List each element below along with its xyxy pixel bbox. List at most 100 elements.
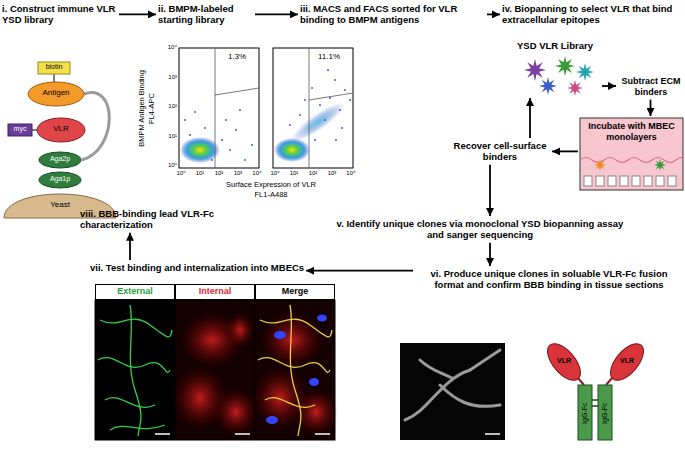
flow-plot [229,149,231,151]
flow-arrow [552,150,578,152]
cell-culture-plate [620,176,628,186]
node-text: YSD VLR Library [510,40,600,51]
protein-label: Aga1p [40,175,80,183]
microscopy-panels [266,416,278,424]
yeast-display-drawing [28,82,84,106]
step-heading: viii. BBB-binding lead VLR-Fc characteri… [80,208,285,231]
flow-arrow [119,13,156,15]
node-text: Merge [258,286,332,297]
node-text: iii. MACS and FACS sorted for VLR bindin… [300,3,485,26]
cell-culture-plate [632,176,640,186]
cell-culture-plate [584,176,592,186]
microscopy-panels [130,305,141,436]
tissue-section-image [420,360,452,378]
microscopy-panels [175,300,176,440]
flow-plot [339,109,341,111]
flow-plot [289,124,291,126]
flow-plot [184,119,186,121]
step-heading: iii. MACS and FACS sorted for VLR bindin… [300,3,485,26]
flow-plot [221,139,223,141]
flow-arrow [255,13,298,15]
flow-plot [335,139,337,141]
flow-arrow [602,85,616,87]
vlr-fc-drawing [541,338,586,386]
microscopy-panels [315,433,330,435]
flow-plot [324,119,326,121]
tissue-section-image [405,350,500,420]
yeast-display-drawing [37,118,85,142]
ysd-library-starbursts [576,63,594,81]
microscopy-panels [214,388,258,436]
node-text: i. Construct immune VLR YSD library [2,3,117,26]
node-text: ii. BMPM-labeled starting library [158,3,253,26]
axis-tick: 10¹ [192,170,208,177]
cell-culture-plate [596,176,604,186]
protein-label: biotin [38,63,70,71]
process-step: Recover cell-surface binders [450,140,550,163]
ysd-library-starbursts [524,56,594,96]
flow-plot [180,137,220,163]
domain-label: IgG-Fc [581,390,589,436]
cell-culture-plate [580,118,683,190]
yeast-display-drawing [32,129,37,131]
microscopy-panels [155,433,170,435]
step-heading: vi. Produce unique clones in soluable VL… [415,268,683,291]
domain-label: VLR [615,357,639,365]
step-heading: vii. Test binding and internalization in… [90,262,304,273]
yeast-display-drawing [39,152,81,168]
flow-plot [194,111,196,113]
vlr-fc-drawing [541,338,649,440]
cell-culture-plate [668,176,676,186]
tissue-section-image [440,385,500,406]
microscopy-panels [274,331,286,339]
microscopy-panels [260,312,324,368]
library-group: YSD VLR Library [510,40,600,96]
tissue-section-image [400,343,505,440]
yeast-display-drawing [8,124,32,136]
node-text: viii. BBB-binding lead VLR-Fc characteri… [80,208,285,231]
flow-plot [327,69,329,71]
ysd-library-starbursts [524,59,546,81]
flow-plot [309,48,310,168]
flow-plot [273,48,353,168]
cell-culture-plate [594,159,606,171]
tissue-section-image [405,370,470,420]
vlr-fc-drawing [592,405,598,407]
microscopy-panels [255,300,256,440]
axis-title: FL1-A488 [196,190,346,199]
protein-label: Antigen [30,88,82,98]
domain-label: VLR [552,357,576,365]
step-heading: iv. Biopanning to select VLR that bind e… [502,3,683,26]
microscopy-panels [95,300,175,440]
flow-plot [215,88,259,95]
flow-plot [179,48,353,168]
microscopy-panels [266,315,327,425]
flow-plot [235,129,237,131]
axis-tick: 10¹ [286,170,302,177]
tissue-section-image [485,433,500,435]
yeast-display-drawing [38,62,70,74]
flow-plot [314,139,316,141]
flow-plot [184,109,253,161]
flow-plot [304,99,306,101]
flow-plot [215,48,216,168]
yeast-display-drawing [39,172,81,188]
axis-tick: 10³ [230,170,246,177]
flow-arrow [129,233,131,260]
panel-header: External [95,284,175,300]
node-text: iv. Biopanning to select VLR that bind e… [502,3,683,26]
node-text: Internal [178,286,252,297]
cell-label: Yeast [35,200,85,210]
yeast-display-drawing [82,93,109,160]
node-text: Recover cell-surface binders [450,140,550,163]
cell-culture-plate [580,118,683,190]
axis-title: BMPM Antigen Binding [137,53,146,163]
cell-culture-plate [608,176,616,186]
tissue-section-image [400,343,505,440]
axis-tick: 10⁰ [173,170,189,177]
cell-culture-plate [654,159,666,171]
flow-plot [344,89,346,91]
axis-tick: 10⁴ [158,44,177,51]
microscopy-panels [309,378,319,386]
